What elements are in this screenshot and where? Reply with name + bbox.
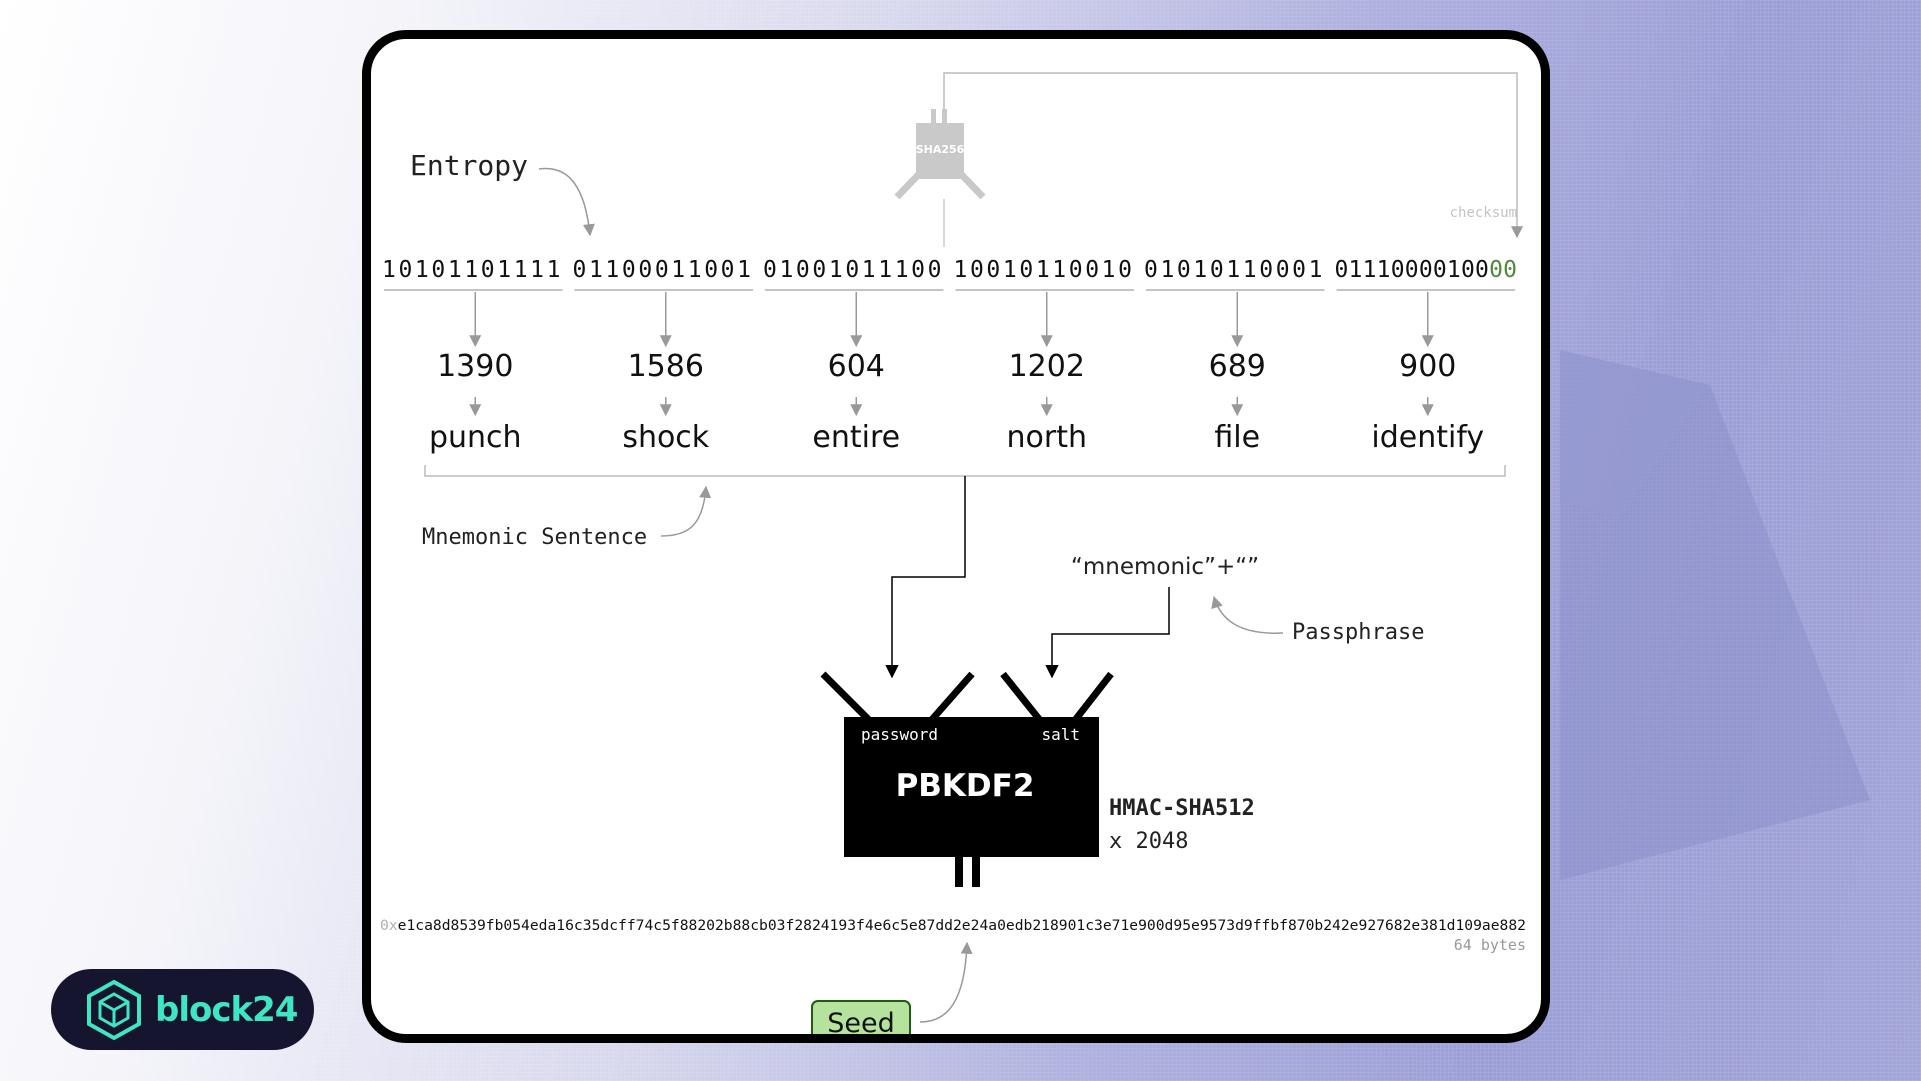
checksum-label: checksum [1450,205,1517,221]
passphrase-value: “mnemonic”+“” [1071,554,1259,580]
mnemonic-to-password-arrow [885,476,966,679]
checksum-feedback-line [943,72,1523,239]
entropy-bits: 01001011100 [763,257,942,283]
entropy-bits-group: 01100011001 [573,257,752,283]
mnemonic-word: entire [812,420,900,455]
word-index: 689 [1209,349,1266,384]
entropy-bits: 01100011001 [573,257,752,283]
sha256-icon: SHA256 [894,109,986,200]
word-index: 1390 [437,349,513,384]
passphrase-label: Passphrase [1292,620,1424,645]
mnemonic-word: identify [1371,420,1484,455]
bip39-diagram-card: SHA256 checksum Entropy 10101101111 1390 p… [362,30,1550,1043]
mnemonic-word: punch [429,420,522,455]
seed-hex: 0xe1ca8d8539fb054eda16c35dcff74c5f88202b… [380,918,1526,934]
seed-size-label: 64 bytes [1454,936,1526,954]
seed-badge [811,1000,911,1034]
mnemonic-sentence-label: Mnemonic Sentence [422,525,647,550]
entropy-bits-group: 10101101111 [382,257,561,283]
bit-groups: 10101101111 1390 punch 01100011001 1586 shock… [382,257,1517,455]
entropy-bits: 01110000100 [1335,257,1489,283]
mnemonic-bracket [424,465,1506,477]
entropy-label: Entropy [410,149,528,182]
entropy-bits-group: 01010110001 [1144,257,1323,283]
password-input-label: password [861,725,938,744]
hmac-label: HMAC-SHA512 [1109,796,1255,821]
passphrase-to-salt-arrow [1045,587,1170,679]
entropy-bits: 01010110001 [1144,257,1323,283]
word-index: 900 [1399,349,1456,384]
entropy-bits: 10010110010 [954,257,1133,283]
mnemonic-sentence-arrow [660,485,712,537]
mnemonic-word: north [1007,420,1087,455]
cube-logo-icon [87,979,141,1040]
checksum-bits: 00 [1489,257,1517,283]
word-index: 1586 [628,349,704,384]
entropy-bits-group: 10010110010 [954,257,1133,283]
seed-hex-prefix: 0x [380,918,398,934]
mnemonic-word: file [1214,420,1260,455]
entropy-bits-group: 01001011100 [763,257,942,283]
mnemonic-word: shock [622,420,709,455]
passphrase-arrow [1211,595,1284,634]
pbkdf2-label: PBKDF2 [896,768,1035,804]
pbkdf2-block: password salt PBKDF2 [820,671,1114,887]
sha256-label: SHA256 [916,143,965,156]
block24-logo: block24 [51,969,314,1050]
brand-name: block24 [155,989,298,1030]
seed-label: Seed [827,1008,895,1034]
bip39-diagram: SHA256 checksum Entropy 10101101111 1390 p… [380,72,1526,1034]
word-index: 604 [828,349,885,384]
word-index: 1202 [1009,349,1085,384]
salt-input-label: salt [1041,725,1080,744]
entropy-bits-group: 0111000010000 [1335,257,1518,283]
seed-hex-value: e1ca8d8539fb054eda16c35dcff74c5f88202b88… [398,918,1526,934]
seed-arrow [919,941,973,1023]
iterations-label: x 2048 [1109,829,1188,854]
entropy-bits: 10101101111 [382,257,561,283]
entropy-arrow [538,167,595,237]
